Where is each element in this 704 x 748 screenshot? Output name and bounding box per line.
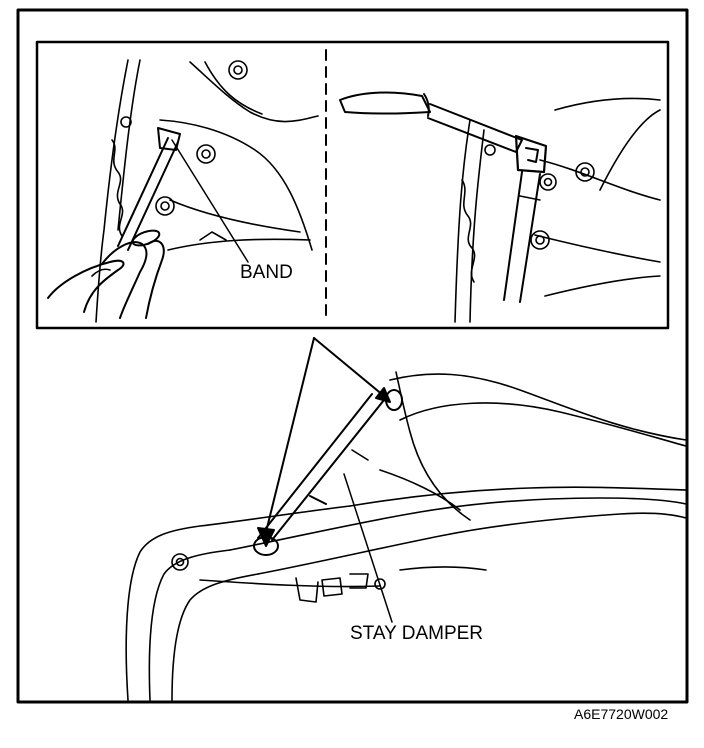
right-inset-illustration <box>339 91 661 323</box>
callout-arrows <box>257 337 391 547</box>
left-inset-illustration <box>47 59 319 323</box>
figure-code: A6E7720W002 <box>574 706 669 722</box>
band-label: BAND <box>240 262 293 283</box>
main-illustration <box>125 371 687 701</box>
stay-damper-label: STAY DAMPER <box>350 623 484 644</box>
inset-panel <box>35 40 670 330</box>
outer-frame <box>16 8 689 704</box>
